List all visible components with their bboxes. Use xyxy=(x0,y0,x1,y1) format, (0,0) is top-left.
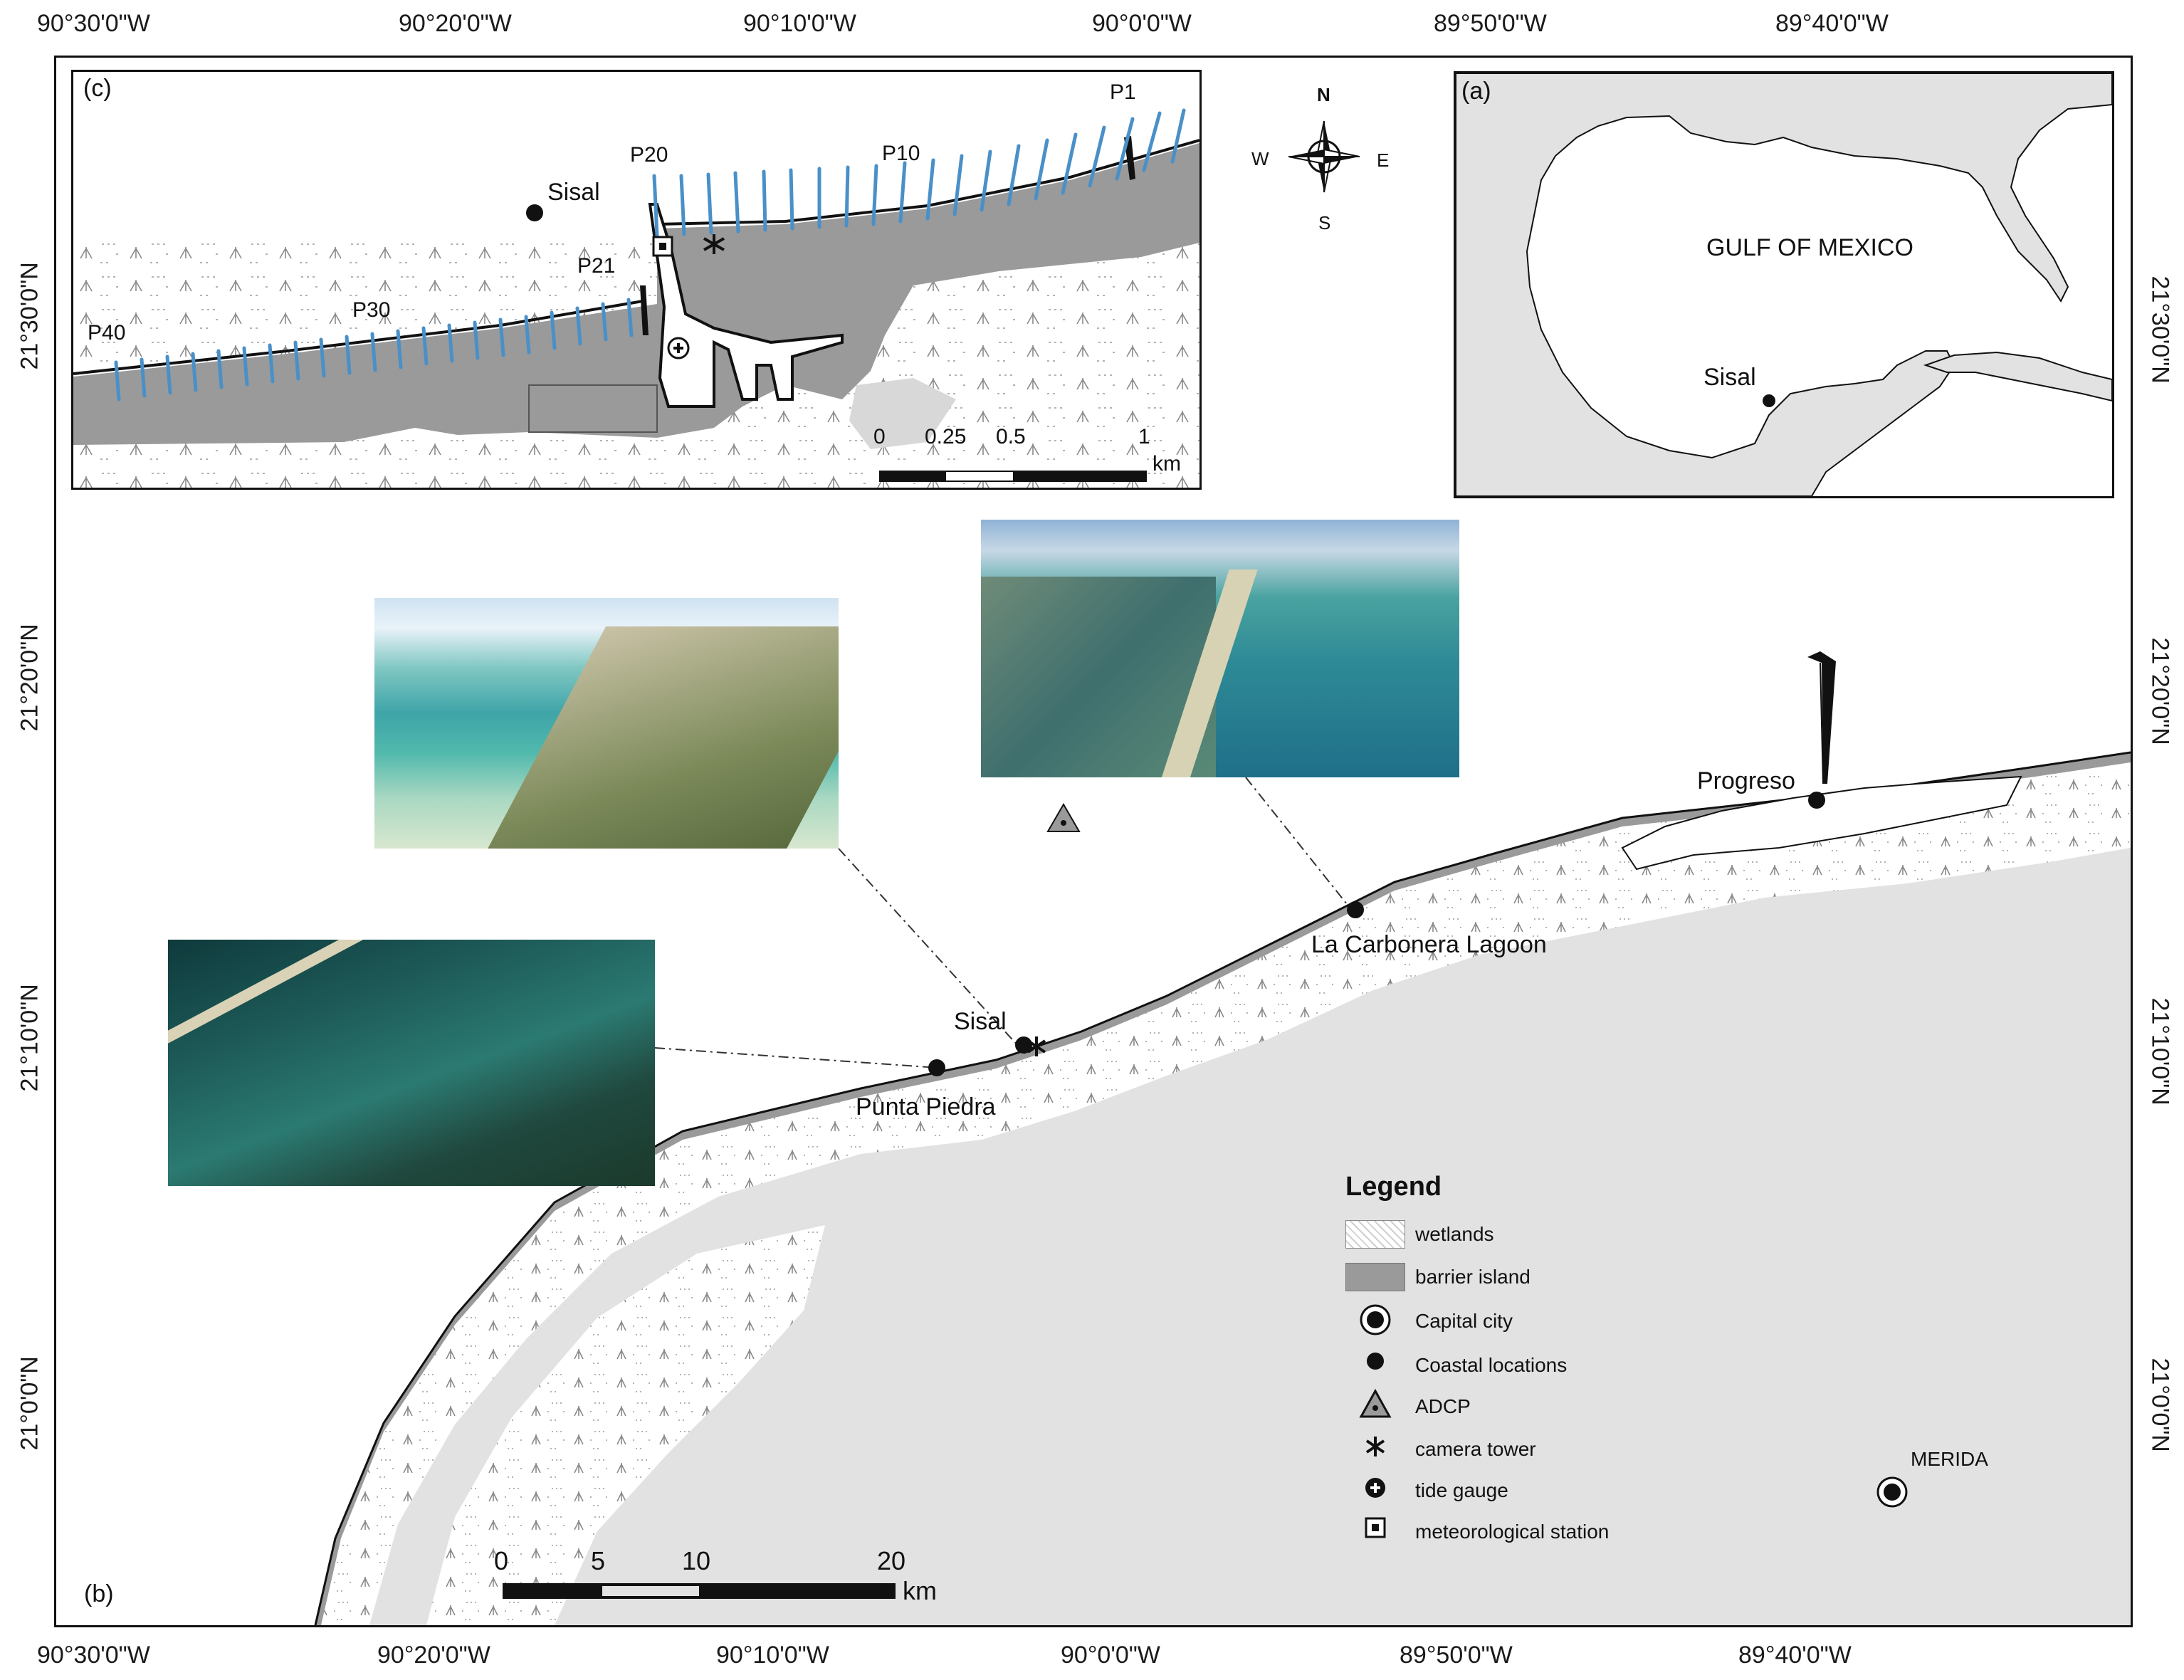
panel-b-letter: (b) xyxy=(84,1580,114,1607)
panel-a-sisal-label: Sisal xyxy=(1703,364,1756,391)
compass-n: N xyxy=(1317,84,1330,105)
cuba-island xyxy=(1923,351,2112,402)
coord-top-1: 90°30'0"W xyxy=(37,10,150,37)
coastal-location-icon xyxy=(1367,1353,1384,1370)
adcp-triangle-icon xyxy=(1359,1388,1392,1418)
profile-label-p30: P30 xyxy=(352,298,391,322)
wetlands-area xyxy=(321,770,2131,1625)
profile-label-p21: P21 xyxy=(577,254,616,278)
progreso-dot xyxy=(1808,792,1825,809)
inset-scale-05: 0.5 xyxy=(996,425,1026,448)
photo-punta-piedra xyxy=(168,940,655,1186)
gulf-coast-north xyxy=(1456,73,2112,496)
inset-sisal-label: Sisal xyxy=(547,179,600,206)
main-scale-0: 0 xyxy=(494,1546,509,1575)
punta-piedra-label: Punta Piedra xyxy=(856,1093,996,1120)
map-frame xyxy=(54,56,2133,1627)
legend-item-tide: tide gauge xyxy=(1415,1479,1508,1501)
main-scale-20: 20 xyxy=(877,1546,906,1575)
panel-a-inset: (a) GULF OF MEXICO Sisal xyxy=(1454,71,2114,498)
main-scale-unit: km xyxy=(903,1576,937,1605)
gulf-of-mexico-label: GULF OF MEXICO xyxy=(1706,234,1913,261)
profile-line xyxy=(114,360,121,401)
merida-label: MERIDA xyxy=(1911,1448,1988,1470)
legend-item-met: meteorological station xyxy=(1415,1521,1610,1543)
inset-scale-1: 1 xyxy=(1138,425,1150,448)
camera-tower-icon xyxy=(1365,1437,1385,1456)
coord-bottom-3: 90°10'0"W xyxy=(716,1642,829,1669)
profile-label-p20: P20 xyxy=(630,143,668,167)
coord-top-2: 90°20'0"W xyxy=(399,10,512,37)
compass-s: S xyxy=(1318,212,1331,233)
main-camera-tower xyxy=(1027,1036,1046,1056)
coord-top-6: 89°40'0"W xyxy=(1775,10,1889,37)
legend-item-adcp: ADCP xyxy=(1415,1395,1471,1417)
panel-a-letter: (a) xyxy=(1461,78,1491,105)
coord-bottom-5: 89°50'0"W xyxy=(1400,1642,1513,1669)
tide-gauge-icon xyxy=(1365,1478,1385,1498)
sisal-label: Sisal xyxy=(954,1008,1007,1035)
compass-rose-icon xyxy=(1288,120,1360,193)
legend-title: Legend xyxy=(1345,1172,1442,1202)
inset-camera-tower xyxy=(703,234,725,254)
profile-label-p1: P1 xyxy=(1110,80,1136,104)
coord-bottom-2: 90°20'0"W xyxy=(377,1642,490,1669)
inset-barrier-island xyxy=(73,143,1199,445)
legend-item-camera: camera tower xyxy=(1415,1438,1536,1460)
inset-sisal-dot xyxy=(526,204,543,221)
coord-bottom-4: 90°0'0"W xyxy=(1061,1642,1160,1669)
yucatan-land xyxy=(321,770,2131,1625)
punta-piedra-dot xyxy=(928,1059,945,1076)
profile-label-p40: P40 xyxy=(88,321,126,345)
compass-w: W xyxy=(1251,148,1269,169)
legend-swatch-barrier xyxy=(1345,1263,1405,1291)
compass-e: E xyxy=(1377,149,1390,171)
main-scale-10: 10 xyxy=(682,1546,711,1575)
inset-scale-0: 0 xyxy=(873,425,886,448)
legend-item-wetlands: wetlands xyxy=(1415,1223,1494,1245)
progreso-label: Progreso xyxy=(1697,767,1795,794)
legend: Legend wetlands barrier island Capital c… xyxy=(1338,1167,1694,1566)
coord-top-5: 89°50'0"W xyxy=(1434,10,1547,37)
panel-c-inset: (c) Sisal P1 P10 P20 P21 P30 P40 0 0.25 … xyxy=(71,70,1202,490)
legend-item-barrier: barrier island xyxy=(1415,1266,1531,1288)
profile-label-p10: P10 xyxy=(882,142,920,165)
coord-bottom-6: 89°40'0"W xyxy=(1738,1642,1852,1669)
coord-top-3: 90°10'0"W xyxy=(743,10,856,37)
panel-c-letter: (c) xyxy=(83,75,112,102)
inset-scale-unit: km xyxy=(1153,452,1181,476)
coord-top-4: 90°0'0"W xyxy=(1092,10,1192,37)
legend-swatch-wetlands xyxy=(1345,1220,1405,1249)
main-scale-5: 5 xyxy=(591,1546,606,1575)
adcp-marker xyxy=(1046,803,1081,832)
main-map xyxy=(314,651,2131,1625)
meteorological-station-icon xyxy=(1365,1517,1386,1538)
legend-item-capital: Capital city xyxy=(1415,1310,1513,1332)
coord-bottom-1: 90°30'0"W xyxy=(37,1642,150,1669)
capital-city-icon xyxy=(1360,1304,1391,1335)
carbonera-dot xyxy=(1347,901,1364,918)
photo-sisal-aerial xyxy=(374,598,839,849)
legend-item-coastal: Coastal locations xyxy=(1415,1354,1568,1376)
photo-carbonera-aerial xyxy=(981,520,1459,777)
inset-scale-025: 0.25 xyxy=(925,425,967,448)
carbonera-label: La Carbonera Lagoon xyxy=(1311,931,1547,958)
